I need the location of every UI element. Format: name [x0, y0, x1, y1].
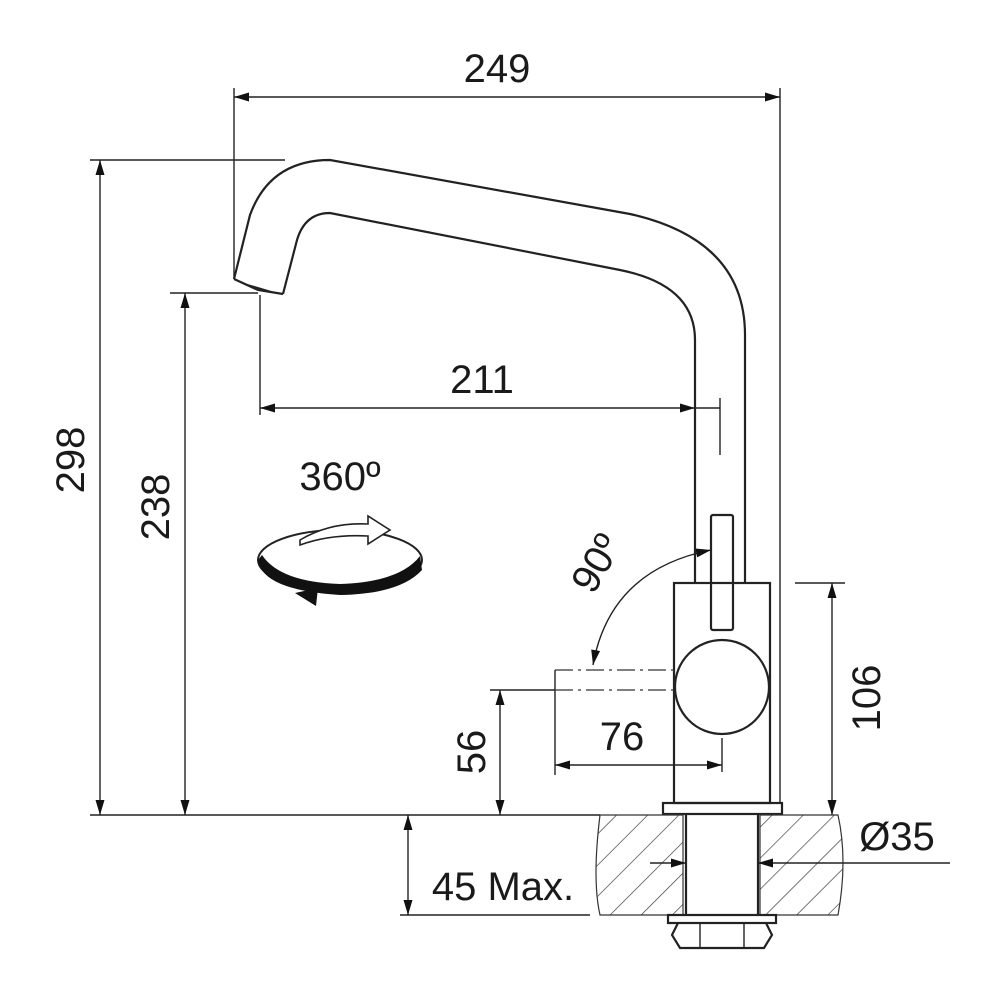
rotation-360-label: 360º — [299, 455, 381, 499]
extension-lines — [90, 88, 845, 916]
dimension-lines — [95, 92, 950, 915]
faucet-spout — [232, 158, 747, 583]
dim-45-max-label: 45 Max. — [432, 865, 574, 909]
dim-106-label: 106 — [845, 665, 889, 732]
dim-56-label: 56 — [450, 730, 494, 775]
dim-76-label: 76 — [600, 715, 645, 759]
dim-298-label: 298 — [49, 427, 93, 494]
lever-handle — [673, 513, 771, 736]
faucet-body — [661, 581, 784, 816]
rotation-arrow-icon — [257, 514, 423, 606]
countertop-section — [595, 814, 844, 950]
dim-238-label: 238 — [134, 474, 178, 541]
dim-diameter-35-label: Ø35 — [859, 815, 935, 859]
rotation-90-label: 90º — [563, 527, 631, 601]
dim-249-label: 249 — [464, 47, 531, 91]
dim-211-label: 211 — [450, 358, 514, 402]
